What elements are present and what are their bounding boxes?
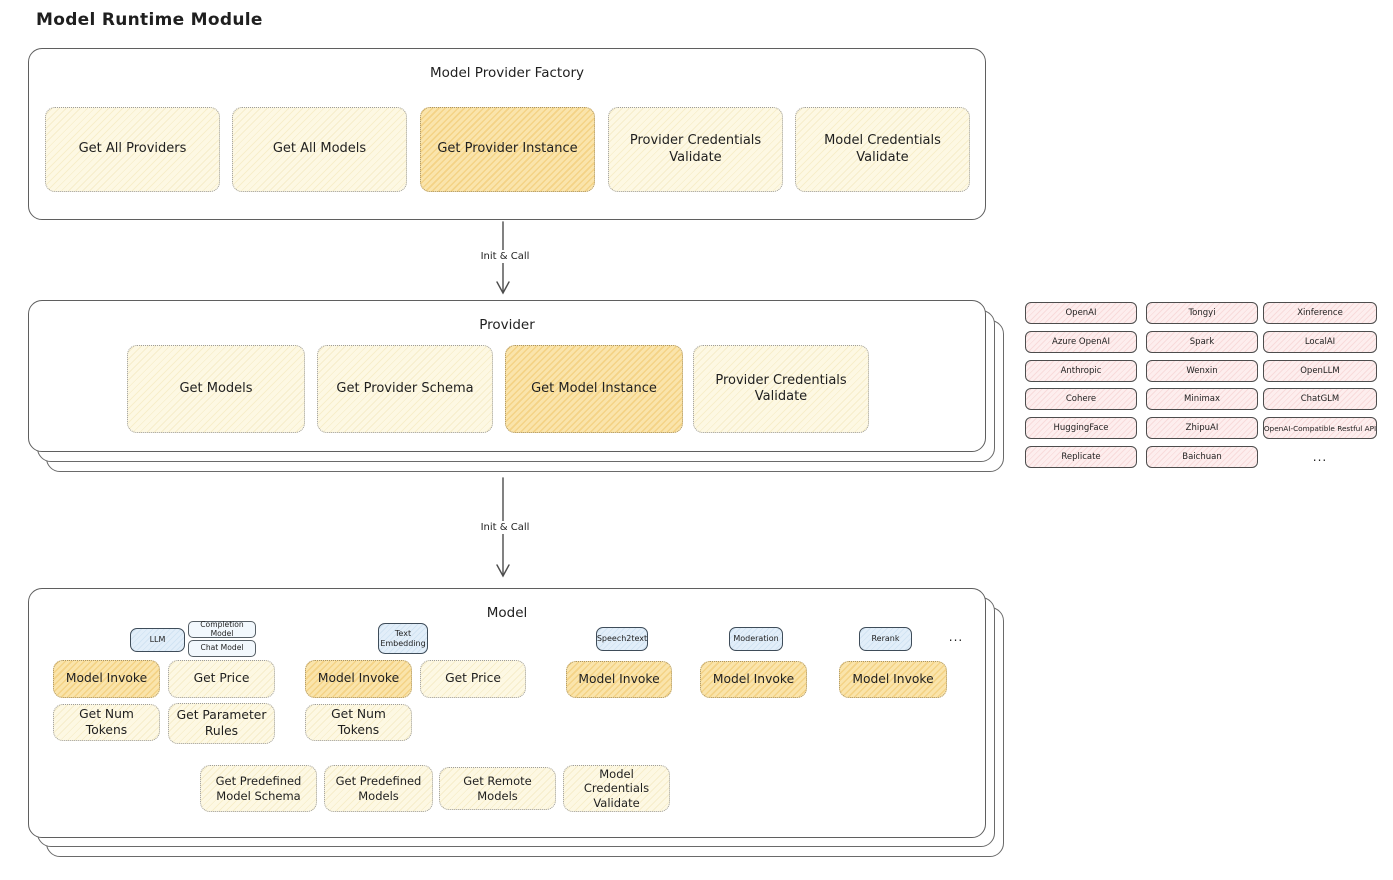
op-get-predefined-models: Get Predefined Models — [324, 765, 433, 812]
op-get-price-llm: Get Price — [168, 660, 275, 698]
op-model-credentials-validate-factory: Model Credentials Validate — [795, 107, 970, 192]
provider-chip-zhipuai: ZhipuAI — [1146, 417, 1258, 439]
arrow-init-call-label-2: Init & Call — [462, 521, 548, 534]
op-get-all-models: Get All Models — [232, 107, 407, 192]
provider-chip-more: ... — [1312, 450, 1328, 464]
op-get-remote-models: Get Remote Models — [439, 767, 556, 810]
provider-chip-chatglm: ChatGLM — [1263, 388, 1377, 410]
op-provider-credentials-validate-factory: Provider Credentials Validate — [608, 107, 783, 192]
provider-title: Provider — [479, 317, 535, 333]
op-get-num-tokens-llm: Get Num Tokens — [53, 704, 160, 741]
op-model-credentials-validate-model: Model Credentials Validate — [563, 765, 670, 812]
provider-chip-xinference: Xinference — [1263, 302, 1377, 324]
op-model-invoke-rerank: Model Invoke — [839, 661, 947, 698]
provider-chip-spark: Spark — [1146, 331, 1258, 353]
op-model-invoke-llm: Model Invoke — [53, 660, 160, 698]
provider-chip-cohere: Cohere — [1025, 388, 1137, 410]
op-model-invoke-embedding: Model Invoke — [305, 660, 412, 698]
provider-chip-azure-openai: Azure OpenAI — [1025, 331, 1137, 353]
op-get-provider-instance: Get Provider Instance — [420, 107, 595, 192]
tag-moderation: Moderation — [729, 627, 783, 651]
provider-chip-anthropic: Anthropic — [1025, 360, 1137, 382]
op-model-invoke-moderation: Model Invoke — [700, 661, 807, 698]
provider-chip-openai: OpenAI — [1025, 302, 1137, 324]
op-get-price-embedding: Get Price — [420, 660, 526, 698]
diagram-title: Model Runtime Module — [36, 10, 263, 30]
provider-chip-replicate: Replicate — [1025, 446, 1137, 468]
provider-chip-openllm: OpenLLM — [1263, 360, 1377, 382]
op-get-parameter-rules: Get Parameter Rules — [168, 703, 275, 744]
op-get-model-instance: Get Model Instance — [505, 345, 683, 433]
tag-llm: LLM — [130, 628, 185, 652]
op-get-predefined-model-schema: Get Predefined Model Schema — [200, 765, 317, 812]
op-get-models: Get Models — [127, 345, 305, 433]
arrow-init-call-label-1: Init & Call — [462, 250, 548, 263]
tag-more-ellipsis: ... — [948, 630, 964, 645]
provider-chip-localai: LocalAI — [1263, 331, 1377, 353]
provider-chip-baichuan: Baichuan — [1146, 446, 1258, 468]
tag-rerank: Rerank — [859, 627, 912, 651]
provider-chip-tongyi: Tongyi — [1146, 302, 1258, 324]
provider-chip-wenxin: Wenxin — [1146, 360, 1258, 382]
op-get-provider-schema: Get Provider Schema — [317, 345, 493, 433]
model-title: Model — [486, 605, 528, 621]
provider-chip-openai-compatible-restful-api: OpenAI-Compatible Restful API — [1263, 417, 1377, 439]
provider-chip-minimax: Minimax — [1146, 388, 1258, 410]
provider-chip-huggingface: HuggingFace — [1025, 417, 1137, 439]
op-get-num-tokens-embedding: Get Num Tokens — [305, 704, 412, 741]
op-get-all-providers: Get All Providers — [45, 107, 220, 192]
factory-title: Model Provider Factory — [429, 65, 584, 81]
op-model-invoke-speech2text: Model Invoke — [566, 661, 672, 698]
op-provider-credentials-validate-provider: Provider Credentials Validate — [693, 345, 869, 433]
tag-text-embedding: Text Embedding — [378, 623, 428, 654]
tag-completion-model: Completion Model — [188, 620, 256, 638]
tag-chat-model: Chat Model — [188, 640, 256, 657]
tag-speech2text: Speech2text — [596, 627, 648, 651]
